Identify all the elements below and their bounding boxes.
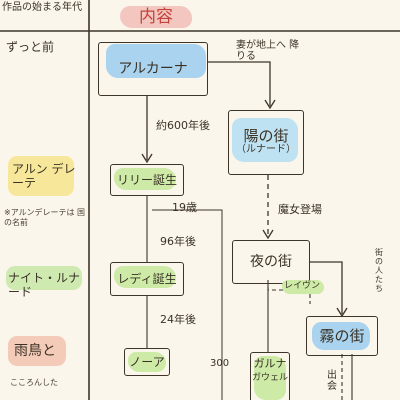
header-era-label: 作品の始まる年代 xyxy=(2,2,82,13)
arrowhead-lily xyxy=(141,153,153,164)
label-appear: 出会 xyxy=(327,370,337,392)
gareth-fill xyxy=(254,356,286,400)
reygan-fill xyxy=(282,280,324,294)
node-lady: レディ誕生 xyxy=(110,262,184,296)
node-kiri: 霧の街 xyxy=(306,316,378,356)
label-approx600: 約600年後 xyxy=(156,119,210,132)
node-lady-label: レディ誕生 xyxy=(117,272,177,286)
node-arcana: アルカーナ xyxy=(98,42,208,96)
node-yoh: 陽の街 （ルナード） xyxy=(228,110,304,175)
node-gareth: ガルナ ガウェル xyxy=(250,352,290,400)
era-label-night: ナイト・ルナード xyxy=(8,271,81,299)
label-people: 街の人たち xyxy=(375,248,383,293)
label-age19: 19歳 xyxy=(172,201,197,214)
node-yoru: 夜の街 xyxy=(232,240,310,284)
era-note-karasu: こころんした xyxy=(10,378,58,387)
node-noa-label: ノーア xyxy=(129,355,165,369)
label-reygan: レイヴン xyxy=(284,281,321,291)
bracket-19 xyxy=(152,209,223,400)
label-majo: 魔女登場 xyxy=(278,203,322,216)
node-yoh-sub: （ルナード） xyxy=(236,143,296,155)
era-label-arun: アルン デレーテ xyxy=(12,162,76,190)
arrow-yoru-to-kiri xyxy=(310,261,343,314)
lily-fill xyxy=(114,168,176,190)
label-after96: 96年後 xyxy=(160,235,196,248)
header-content-label: 内容 xyxy=(120,6,192,28)
label-after24: 24年後 xyxy=(160,313,196,326)
node-noa: ノーア xyxy=(124,348,170,376)
node-lily-label: リリー誕生 xyxy=(116,173,177,187)
label-300: 300 xyxy=(210,358,230,369)
node-gareth-label: ガルナ xyxy=(253,357,287,370)
node-yoh-label: 陽の街 xyxy=(243,126,289,145)
node-yoru-label: 夜の街 xyxy=(250,254,292,270)
node-kiri-label: 霧の街 xyxy=(319,327,365,345)
lady-fill xyxy=(114,266,176,288)
node-gareth-small: ガウェル xyxy=(251,373,288,383)
yoh-fill xyxy=(232,118,298,162)
era-label-long-ago: ずっと前 xyxy=(6,40,55,54)
era-highlight-night xyxy=(6,266,82,290)
era-note-arun: ※アルンデレーテは 国の名前 xyxy=(4,208,86,227)
node-arcana-label: アルカーナ xyxy=(118,61,188,77)
label-descend: 妻が地上へ 降りる xyxy=(236,40,300,62)
arrowhead-yoh xyxy=(264,99,276,110)
kiri-fill xyxy=(312,322,370,350)
era-highlight-karasu xyxy=(8,336,66,366)
arrowhead-yoru xyxy=(262,229,274,240)
era-highlight-arun xyxy=(8,156,74,196)
noa-fill xyxy=(128,352,166,372)
era-label-karasu: 雨鳥と xyxy=(14,343,56,359)
arrow-arcana-to-yoh xyxy=(207,61,271,106)
node-lily: リリー誕生 xyxy=(110,164,184,196)
arcana-fill xyxy=(106,44,206,78)
